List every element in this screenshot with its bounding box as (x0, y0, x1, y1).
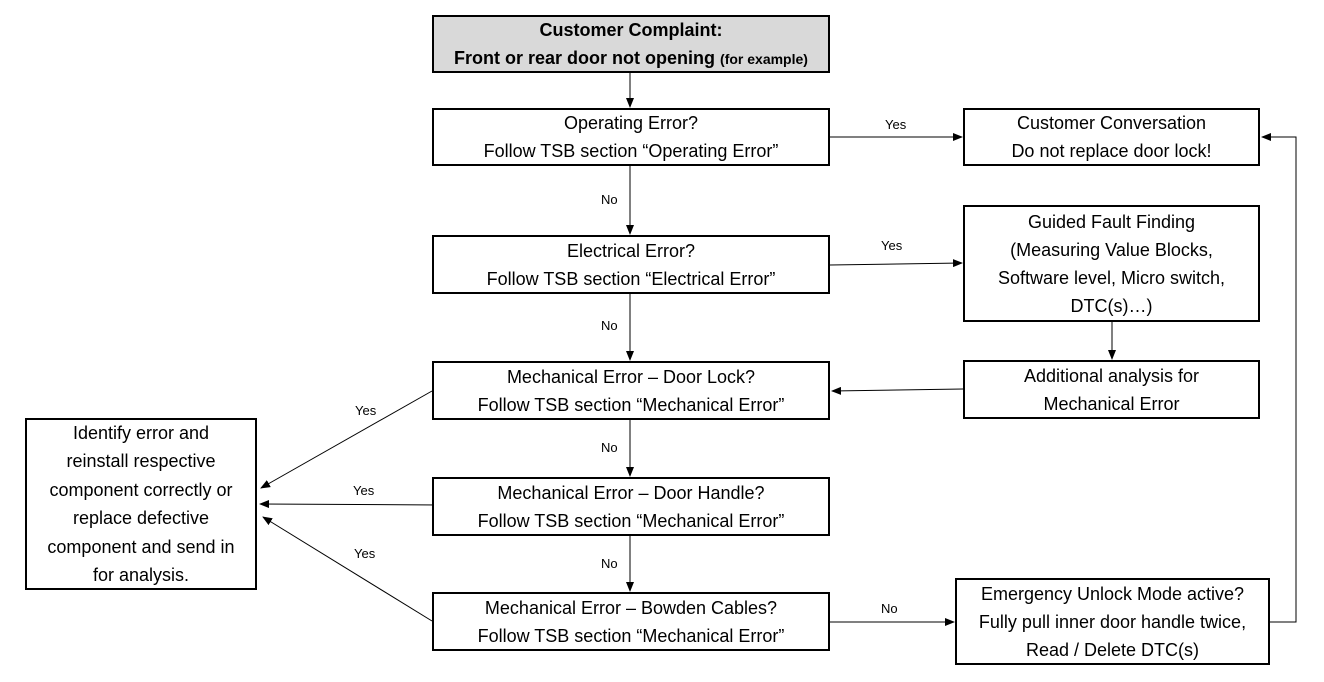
additional-line2: Mechanical Error (1043, 393, 1180, 414)
label-yes-door-lock: Yes (355, 403, 377, 418)
bowden-line1: Mechanical Error – Bowden Cables? (484, 597, 778, 618)
operating-line2: Follow TSB section “Operating Error” (483, 141, 779, 161)
emergency-line1: Emergency Unlock Mode active? (980, 583, 1245, 604)
operating-line1: Operating Error? (563, 113, 699, 133)
arrow-electrical-to-guided (829, 259, 963, 268)
identify-line1: Identify error and (72, 422, 210, 443)
additional-line1: Additional analysis for (1023, 365, 1200, 386)
electrical-line1: Electrical Error? (566, 240, 696, 261)
label-no-4: No (601, 556, 618, 571)
door-lock-line1: Mechanical Error – Door Lock? (506, 366, 756, 387)
guided-line3: Software level, Micro switch, (997, 267, 1226, 288)
arrow-door-lock-to-identify (260, 390, 433, 489)
door-handle-line2: Follow TSB section “Mechanical Error” (477, 510, 785, 531)
bowden-line2: Follow TSB section “Mechanical Error” (477, 625, 785, 646)
start-line2-suffix: (for example) (720, 50, 808, 67)
door-handle-box: Mechanical Error – Door Handle? Follow T… (432, 477, 830, 536)
door-handle-line1: Mechanical Error – Door Handle? (497, 482, 765, 503)
identify-line2: reinstall respective (66, 451, 216, 471)
door-lock-box: Mechanical Error – Door Lock? Follow TSB… (432, 361, 830, 420)
bowden-cables-box: Mechanical Error – Bowden Cables? Follow… (432, 592, 830, 651)
arrow-emergency-to-conversation (1261, 133, 1297, 623)
guided-line2: (Measuring Value Blocks, (1010, 239, 1213, 260)
electrical-line2: Follow TSB section “Electrical Error” (486, 268, 776, 289)
electrical-error-box: Electrical Error? Follow TSB section “El… (432, 235, 830, 294)
identify-line6: for analysis. (92, 565, 190, 585)
label-yes-bowden: Yes (354, 546, 376, 561)
door-lock-line2: Follow TSB section “Mechanical Error” (477, 394, 785, 415)
label-no-1: No (601, 192, 618, 207)
start-box: Customer Complaint: Front or rear door n… (432, 15, 830, 73)
emergency-unlock-box: Emergency Unlock Mode active? Fully pull… (955, 578, 1270, 665)
start-line2-main: Front or rear door not opening (454, 47, 716, 68)
conversation-line1: Customer Conversation (1016, 113, 1207, 133)
identify-line5: component and send in (47, 536, 235, 557)
label-no-bowden: No (881, 601, 898, 616)
start-line2: Front or rear door not opening (for exam… (454, 44, 808, 73)
emergency-line2: Fully pull inner door handle twice, (978, 611, 1247, 632)
emergency-line3: Read / Delete DTC(s) (1025, 639, 1200, 660)
customer-conversation-box: Customer Conversation Do not replace doo… (963, 108, 1260, 166)
start-line1: Customer Complaint: (539, 19, 723, 40)
arrow-door-handle-to-identify (259, 500, 441, 509)
label-yes-door-handle: Yes (353, 483, 375, 498)
conversation-line2: Do not replace door lock! (1011, 141, 1212, 161)
label-no-3: No (601, 440, 618, 455)
guided-fault-finding-box: Guided Fault Finding (Measuring Value Bl… (963, 205, 1260, 322)
identify-error-box: Identify error and reinstall respective … (25, 418, 257, 590)
guided-line1: Guided Fault Finding (1027, 211, 1196, 232)
label-yes-electrical: Yes (881, 238, 903, 253)
guided-line4: DTC(s)…) (1070, 295, 1153, 316)
label-yes-operating: Yes (885, 117, 907, 132)
arrow-bowden-to-identify (262, 516, 433, 622)
identify-line3: component correctly or (49, 479, 233, 500)
operating-error-box: Operating Error? Follow TSB section “Ope… (432, 108, 830, 166)
label-no-2: No (601, 318, 618, 333)
identify-line4: replace defective (72, 508, 210, 528)
additional-analysis-box: Additional analysis for Mechanical Error (963, 360, 1260, 419)
arrow-additional-to-door-lock (831, 386, 964, 395)
